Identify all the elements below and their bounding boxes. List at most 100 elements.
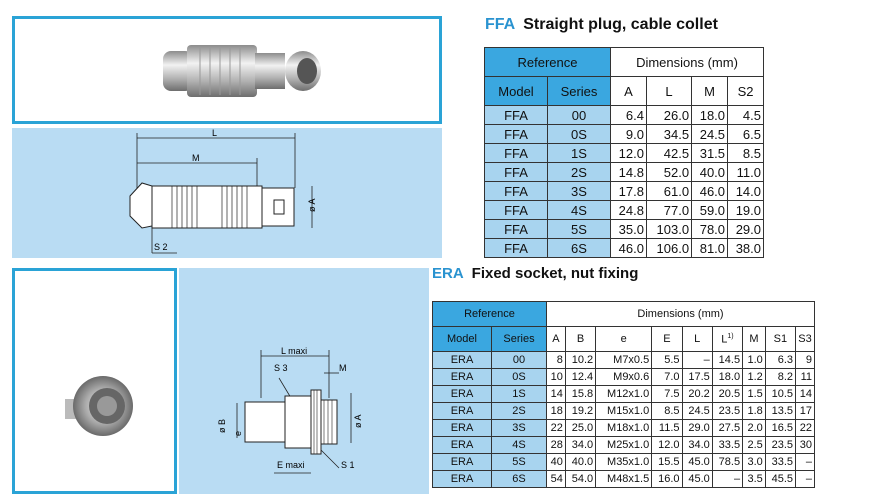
era-col-a: A	[546, 326, 566, 352]
table-cell: 4S	[491, 436, 547, 454]
table-cell: 5S	[491, 453, 547, 471]
table-cell: 10.2	[564, 351, 597, 369]
ffa-code: FFA	[485, 16, 516, 33]
table-cell: 7.5	[651, 385, 683, 403]
table-cell: 11	[795, 368, 815, 386]
table-cell: 106.0	[645, 238, 693, 258]
table-cell: 14.8	[610, 162, 647, 182]
table-cell: FFA	[484, 124, 548, 144]
table-cell: 8.5	[727, 143, 764, 163]
table-cell: 3.5	[742, 470, 766, 488]
table-cell: FFA	[484, 181, 548, 201]
table-cell: ERA	[432, 453, 492, 471]
table-cell: 24.5	[691, 124, 729, 144]
table-cell: ERA	[432, 470, 492, 488]
table-cell: 8.2	[764, 368, 797, 386]
table-cell: 46.0	[691, 181, 729, 201]
table-cell: 12.0	[610, 143, 647, 163]
table-cell: M35x1.0	[595, 453, 653, 471]
era-drawing-label-s3: S 3	[274, 363, 288, 373]
table-cell: 5.5	[651, 351, 683, 369]
table-cell: 23.5	[711, 402, 744, 420]
ffa-title-text: Straight plug, cable collet	[523, 16, 718, 33]
era-drawing-label-a: ø A	[353, 414, 363, 428]
table-cell: ERA	[432, 351, 492, 369]
table-cell: 9	[795, 351, 815, 369]
table-cell: 27.5	[711, 419, 744, 437]
era-col-m: M	[742, 326, 766, 352]
table-cell: 77.0	[645, 200, 693, 220]
ffa-dimensions-table: Reference Dimensions (mm) Model Series A…	[484, 47, 764, 258]
table-cell: 14	[795, 385, 815, 403]
table-cell: 52.0	[645, 162, 693, 182]
era-col-e: E	[651, 326, 683, 352]
table-cell: 24.5	[681, 402, 713, 420]
table-cell: 22	[795, 419, 815, 437]
era-col-l1: L1)	[711, 326, 744, 352]
era-dimensions-header: Dimensions (mm)	[546, 301, 815, 327]
table-cell: 78.0	[691, 219, 729, 239]
table-cell: 18	[546, 402, 566, 420]
table-cell: 30	[795, 436, 815, 454]
table-cell: FFA	[484, 200, 548, 220]
era-col-l1-text: L	[721, 333, 728, 346]
table-cell: 1.5	[742, 385, 766, 403]
table-cell: 23.5	[764, 436, 797, 454]
table-cell: 13.5	[764, 402, 797, 420]
table-cell: 12.4	[564, 368, 597, 386]
table-cell: 0S	[491, 368, 547, 386]
table-cell: 33.5	[711, 436, 744, 454]
era-socket-photo	[65, 376, 133, 436]
table-cell: 6.4	[610, 105, 647, 125]
ffa-title: FFA Straight plug, cable collet	[485, 16, 718, 34]
table-cell: 19.0	[727, 200, 764, 220]
ffa-col-series: Series	[547, 76, 611, 106]
table-cell: 3S	[491, 419, 547, 437]
table-cell: FFA	[484, 105, 548, 125]
table-cell: 42.5	[645, 143, 693, 163]
table-cell: 40.0	[691, 162, 729, 182]
ffa-reference-header: Reference	[484, 47, 611, 77]
ffa-col-model: Model	[484, 76, 548, 106]
table-cell: 10.5	[764, 385, 797, 403]
era-drawing-label-m: M	[339, 363, 347, 373]
era-reference-header: Reference	[432, 301, 547, 327]
era-drawing-label-s1: S 1	[341, 460, 355, 470]
table-cell: 16.5	[764, 419, 797, 437]
era-code: ERA	[432, 265, 464, 282]
table-cell: 16.0	[651, 470, 683, 488]
table-cell: M48x1.5	[595, 470, 653, 488]
table-cell: 28	[546, 436, 566, 454]
table-cell: 10	[546, 368, 566, 386]
table-cell: 26.0	[645, 105, 693, 125]
era-title-text: Fixed socket, nut fixing	[471, 265, 639, 282]
table-cell: 11.0	[727, 162, 764, 182]
table-cell: 14.0	[727, 181, 764, 201]
era-photo-frame	[12, 268, 177, 494]
era-col-model: Model	[432, 326, 492, 352]
table-cell: 15.5	[651, 453, 683, 471]
table-cell: ERA	[432, 385, 492, 403]
table-cell: 103.0	[645, 219, 693, 239]
table-cell: ERA	[432, 402, 492, 420]
table-cell: 40.0	[564, 453, 597, 471]
table-cell: 33.5	[764, 453, 797, 471]
table-cell: 17	[795, 402, 815, 420]
table-cell: 25.0	[564, 419, 597, 437]
table-cell: 1.0	[742, 351, 766, 369]
table-cell: 1S	[547, 143, 611, 163]
table-cell: 4.5	[727, 105, 764, 125]
